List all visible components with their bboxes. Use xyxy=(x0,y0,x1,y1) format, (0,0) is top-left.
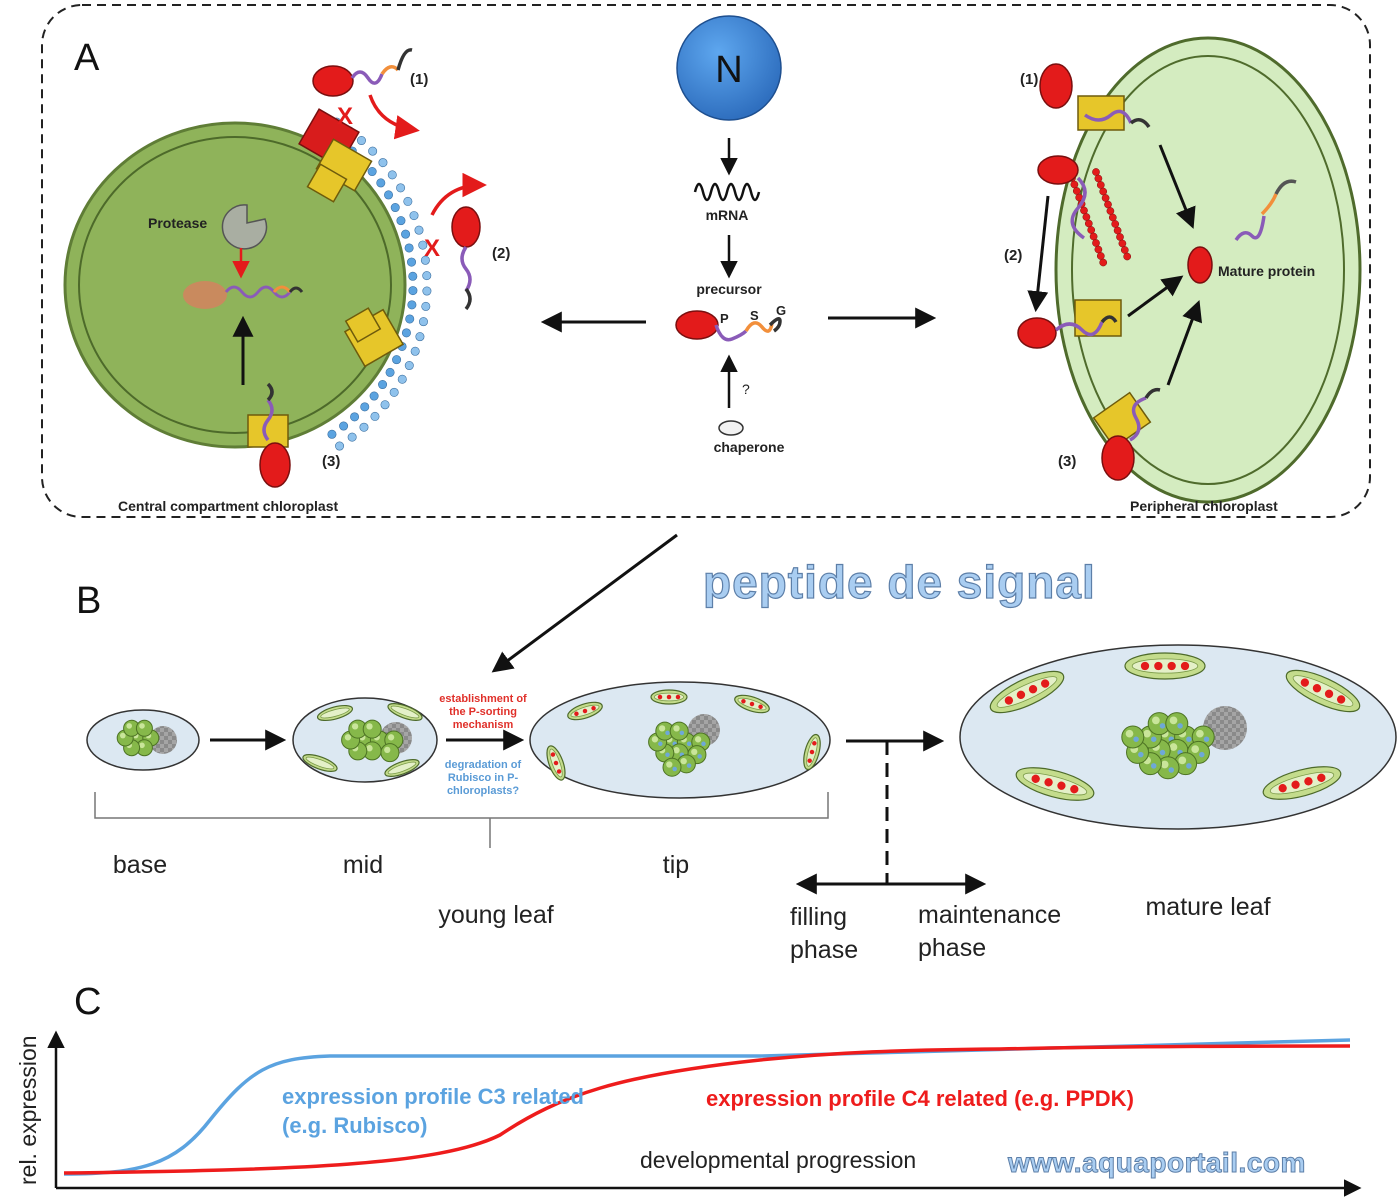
blocked-mark-2: X xyxy=(424,235,440,262)
peripheral-chloroplast-caption: Peripheral chloroplast xyxy=(1130,498,1278,514)
establishment-line-3: mechanism xyxy=(453,719,514,731)
mature-protein-icon xyxy=(1187,246,1213,284)
degraded-peptide xyxy=(224,285,292,299)
degraded-protein-icon xyxy=(183,281,227,309)
peripheral-chloroplast-icon xyxy=(1262,766,1342,800)
rejected-arrow-1 xyxy=(368,94,420,140)
stage-tip-label: tip xyxy=(663,851,689,879)
precursor-protein-icon xyxy=(1017,317,1057,349)
panel-a-letter: A xyxy=(74,37,100,79)
panel-b: B establishment of the P-sorting mechani… xyxy=(76,533,1397,964)
filling-phase-line-1: filling xyxy=(790,903,847,931)
establishment-line-2: the P-sorting xyxy=(449,706,517,718)
c4-label: expression profile C4 related (e.g. PPDK… xyxy=(706,1086,1134,1111)
peripheral-chloroplast-icon xyxy=(302,754,338,772)
y-axis-label: rel. expression xyxy=(15,1035,41,1185)
domain-p-label: P xyxy=(720,311,729,326)
peripheral-chloroplast-icon xyxy=(1015,767,1095,801)
young-leaf-label: young leaf xyxy=(438,901,553,929)
link-arrow xyxy=(491,533,678,673)
peripheral-chloroplast-icon xyxy=(803,733,821,771)
biogenesis-pathway: N mRNA precursor P S G ? chaperone xyxy=(540,15,937,455)
degradation-line-2: Rubisco in P- xyxy=(448,772,519,784)
peripheral-chloroplast: (1) (2) (3) Mature protein Peripheral ch… xyxy=(1004,36,1362,514)
stage-base-label: base xyxy=(113,851,167,879)
degradation-line-3: chloroplasts? xyxy=(447,785,519,797)
central-chloroplast: Protease (3) (1) X xyxy=(63,48,510,514)
peripheral-chloroplast-icon xyxy=(1285,669,1361,713)
precursor-label: precursor xyxy=(696,281,762,297)
panel-c-letter: C xyxy=(74,981,101,1023)
rejected-arrow-2 xyxy=(430,172,487,216)
mature-leaf-label: mature leaf xyxy=(1145,893,1270,921)
central-chloroplast-caption: Central compartment chloroplast xyxy=(118,498,338,514)
precursor-protein-icon xyxy=(312,65,354,97)
chloroplast-cluster xyxy=(341,719,404,763)
route-3-left-label: (3) xyxy=(322,453,340,470)
domain-g-label: G xyxy=(776,303,786,318)
peripheral-chloroplast-icon xyxy=(546,745,566,781)
c3-label-line-1: expression profile C3 related xyxy=(282,1084,584,1109)
peripheral-chloroplast-icon xyxy=(316,704,354,722)
peripheral-chloroplast-icon xyxy=(989,670,1065,714)
precursor-protein-icon xyxy=(1037,155,1079,185)
cell-mature xyxy=(959,644,1397,830)
precursor-icon xyxy=(675,310,719,340)
peripheral-chloroplast-icon xyxy=(384,759,420,777)
watermark-title: peptide de signal xyxy=(703,556,1096,608)
protease-label: Protease xyxy=(148,215,207,231)
c4-curve xyxy=(63,1044,1351,1175)
nucleus-label: N xyxy=(715,49,742,91)
precursor-protein-icon xyxy=(451,206,481,248)
peripheral-chloroplast-icon xyxy=(567,701,603,721)
chaperone-label: chaperone xyxy=(714,439,785,455)
chloroplast-cluster xyxy=(116,719,160,757)
panel-b-letter: B xyxy=(76,580,101,622)
cell-mid xyxy=(292,697,438,783)
maintenance-phase-line-2: phase xyxy=(918,934,986,962)
peripheral-chloroplast-icon xyxy=(387,703,423,721)
mrna-label: mRNA xyxy=(706,207,749,223)
chloroplast-cluster xyxy=(648,721,711,777)
precursor-protein-icon xyxy=(259,442,291,488)
domain-s-label: S xyxy=(750,308,759,323)
peripheral-chloroplast-icon xyxy=(650,689,688,705)
chaperone-question-mark: ? xyxy=(742,381,750,397)
membrane-vesicles-red xyxy=(1068,168,1132,267)
mrna-icon xyxy=(693,182,761,202)
mature-protein-label: Mature protein xyxy=(1218,263,1315,279)
cleaved-peptide xyxy=(1234,215,1266,242)
chaperone-icon xyxy=(718,420,744,436)
panel-c: C rel. expression expression profile C3 … xyxy=(15,981,1362,1197)
route-1-left-label: (1) xyxy=(410,71,428,88)
precursor-protein-icon xyxy=(1039,63,1073,109)
panel-a: A Protease (3) xyxy=(41,4,1371,518)
blocked-mark-1: X xyxy=(337,103,353,130)
protease-icon xyxy=(221,204,268,250)
stage-mid-label: mid xyxy=(343,851,383,879)
watermark-url: www.aquaportail.com xyxy=(1007,1147,1306,1178)
young-leaf-brace xyxy=(94,792,829,848)
nucleus-icon xyxy=(676,15,782,121)
panel-a-frame xyxy=(41,4,1371,518)
degradation-line-1: degradation of xyxy=(445,759,522,771)
filling-phase-line-2: phase xyxy=(790,936,858,964)
route-2-left-label: (2) xyxy=(492,245,510,262)
precursor-protein-icon xyxy=(1101,435,1135,481)
route-2-right-label: (2) xyxy=(1004,247,1022,264)
x-axis-label: developmental progression xyxy=(640,1147,916,1173)
c3-label-line-2: (e.g. Rubisco) xyxy=(282,1113,427,1138)
route-3-right-label: (3) xyxy=(1058,453,1076,470)
route-1-right-label: (1) xyxy=(1020,71,1038,88)
chloroplast-cluster xyxy=(1121,712,1215,780)
cell-tip xyxy=(529,681,831,799)
establishment-line-1: establishment of xyxy=(439,693,527,705)
peripheral-chloroplast-icon xyxy=(1124,652,1206,680)
maintenance-phase-line-1: maintenance xyxy=(918,901,1061,929)
peripheral-chloroplast-icon xyxy=(734,694,770,714)
cell-base xyxy=(86,709,200,771)
